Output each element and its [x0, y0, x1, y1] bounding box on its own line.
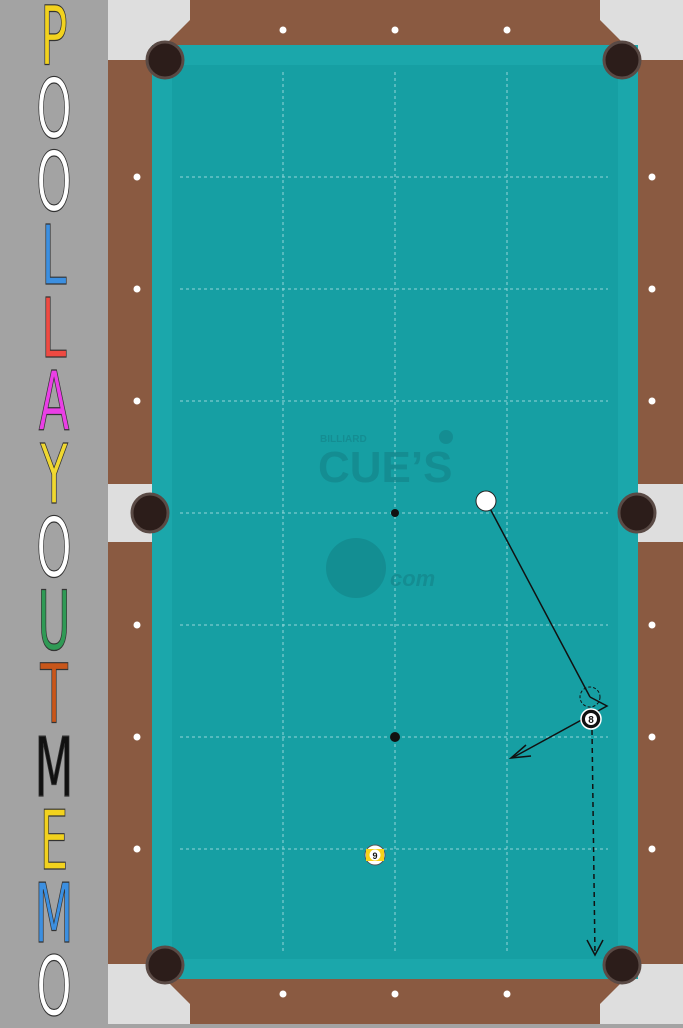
title-letter: P	[40, 0, 67, 84]
object-ball-path	[591, 729, 596, 956]
nine-ball-number: 9	[372, 851, 377, 861]
rail-diamond	[133, 285, 141, 293]
rail-diamond	[503, 990, 511, 998]
pocket-middle-right	[617, 492, 657, 534]
logo-ball-icon	[439, 430, 453, 444]
title-letter: O	[36, 940, 71, 1024]
nine-ball[interactable]: 9	[364, 844, 386, 866]
rail-diamond	[503, 26, 511, 34]
rail-diamond	[133, 621, 141, 629]
rail-diamond	[648, 397, 656, 405]
center-spot	[391, 509, 399, 517]
cue-ball-arrowhead-icon	[508, 744, 532, 759]
logo-d-circle-icon	[326, 538, 386, 598]
title-letter: O	[36, 135, 71, 230]
rail-diamond	[648, 285, 656, 293]
title-letter: O	[36, 501, 71, 596]
cue-ball-rebound-path	[511, 696, 609, 759]
ghost-ball	[579, 686, 601, 708]
rail-diamond	[133, 733, 141, 741]
logo-billiard-text: BILLIARD	[320, 434, 367, 445]
pocket-top-right	[602, 40, 642, 80]
rail-diamond	[279, 26, 287, 34]
title-letter: E	[40, 793, 68, 888]
rail-diamond	[391, 26, 399, 34]
pocket-middle-left	[130, 492, 170, 534]
rail-diamond	[133, 397, 141, 405]
title-letter: A	[39, 354, 70, 449]
rail-diamond	[133, 845, 141, 853]
pocket-bottom-left	[145, 945, 185, 985]
title-letter: O	[36, 62, 71, 157]
logo-domain-text: com	[390, 566, 435, 591]
cue-ball-path	[485, 500, 591, 698]
title-letter: L	[41, 281, 66, 376]
object-ball-arrowhead-icon	[586, 939, 604, 957]
pocket-bottom-right	[602, 945, 642, 985]
title-letter: Y	[40, 428, 69, 523]
shot-path	[485, 500, 609, 957]
pocket-top-left	[145, 40, 185, 80]
eight-ball-number: 8	[588, 715, 594, 726]
rail-diamond	[648, 733, 656, 741]
foot-spot	[390, 732, 400, 742]
cue-ball[interactable]	[475, 490, 497, 512]
rail-diamond	[648, 621, 656, 629]
title-letter: M	[35, 866, 74, 961]
rail-diamonds	[133, 26, 656, 998]
cues-logo-watermark: BILLIARD CUE’S com	[318, 430, 453, 598]
title-letter: T	[40, 647, 69, 742]
rail-diamond	[391, 990, 399, 998]
title-letter: L	[41, 208, 66, 303]
eight-ball[interactable]: 8	[580, 708, 602, 730]
title-letter: M	[35, 720, 74, 815]
logo-cues-text: CUE’S	[318, 443, 452, 492]
title-letter: U	[37, 574, 70, 669]
rail-diamond	[648, 845, 656, 853]
corner-caps	[108, 0, 683, 1024]
rail-diamond	[648, 173, 656, 181]
rail-diamond	[279, 990, 287, 998]
pockets	[130, 40, 657, 985]
rail-diamond	[133, 173, 141, 181]
